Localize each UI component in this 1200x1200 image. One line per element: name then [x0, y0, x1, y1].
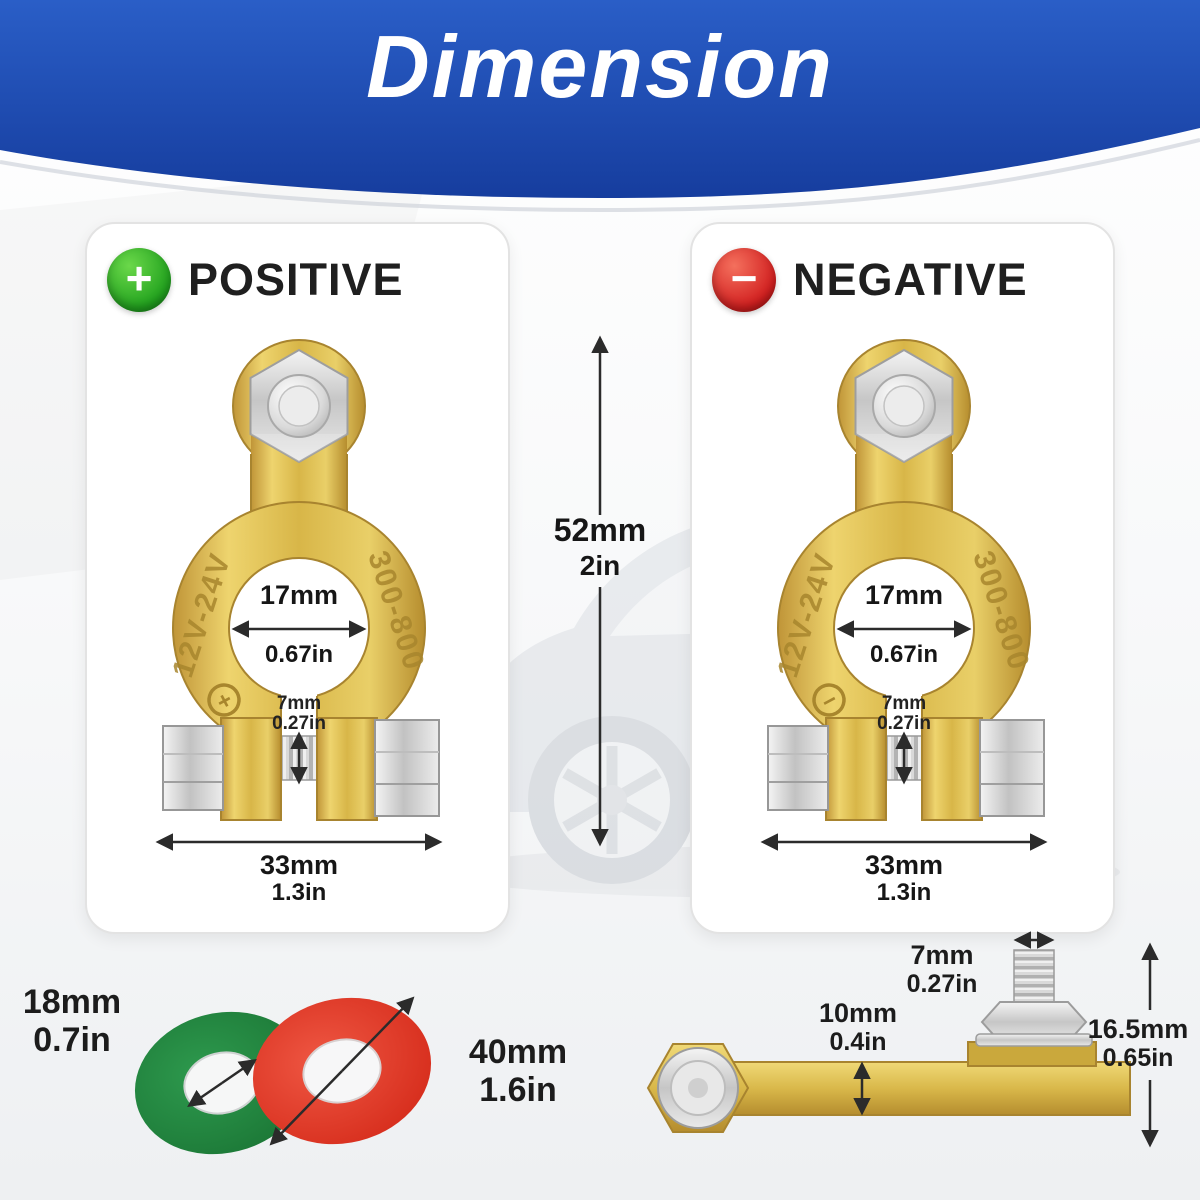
svg-text:17mm: 17mm [260, 580, 338, 610]
washer-outer-mm-label: 40mm [469, 1033, 567, 1071]
bolt-head-nut [162, 725, 224, 811]
top-stud-nut [854, 348, 954, 464]
hole-dimension: 17mm 0.67in [231, 580, 367, 668]
clamp-nut [374, 719, 440, 817]
minus-icon: − [730, 252, 758, 304]
negative-badge: − [712, 248, 776, 312]
svg-text:33mm: 33mm [260, 850, 338, 880]
svg-text:17mm: 17mm [865, 580, 943, 610]
page-title: Dimension [366, 17, 834, 116]
header-swoosh [0, 138, 1200, 213]
positive-card-header: + POSITIVE [107, 248, 404, 312]
svg-text:0.67in: 0.67in [870, 641, 938, 668]
side-terminal-body [646, 1041, 1131, 1133]
top-stud-nut [249, 348, 349, 464]
stud-dimension: 7mm 0.27in [907, 931, 1055, 998]
svg-text:1.3in: 1.3in [877, 879, 932, 906]
svg-text:1.3in: 1.3in [272, 879, 327, 906]
bolt-dimension: 7mm 0.27in [877, 693, 931, 785]
positive-badge: + [107, 248, 171, 312]
bolt-head-nut [767, 725, 829, 811]
negative-label: NEGATIVE [793, 254, 1028, 305]
washer-outer-in-label: 1.6in [479, 1071, 556, 1109]
side-stud-nut [975, 949, 1093, 1047]
inner-diameter-arrow [187, 1059, 257, 1107]
car-wheel-front [528, 716, 696, 884]
svg-text:0.4in: 0.4in [830, 1028, 887, 1056]
terminal-side-view: 7mm 0.27in 10mm 0.4in 16.5mm 0.65in [646, 931, 1189, 1148]
header-banner [0, 0, 1200, 213]
positive-card: + POSITIVE [85, 222, 510, 934]
clamp-legs [220, 717, 378, 821]
svg-text:0.65in: 0.65in [1103, 1044, 1174, 1072]
hole-dimension: 17mm 0.67in [836, 580, 972, 668]
clamp-nut [979, 719, 1045, 817]
negative-terminal-front-view: 12V-24V 300-800 − 17mm 0.67in 7mm 0.27in [760, 339, 1048, 906]
washer-inner-mm-label: 18mm [23, 983, 121, 1021]
thickness-dimension: 10mm 0.4in [819, 998, 897, 1116]
svg-text:7mm: 7mm [910, 940, 973, 970]
positive-label: POSITIVE [188, 254, 404, 305]
washer-inner-in-label: 0.7in [33, 1021, 110, 1059]
svg-text:16.5mm: 16.5mm [1088, 1014, 1189, 1044]
svg-text:7mm: 7mm [277, 693, 321, 714]
svg-text:0.27in: 0.27in [907, 970, 978, 998]
svg-text:0.67in: 0.67in [265, 641, 333, 668]
outer-diameter-arrow [269, 996, 415, 1146]
svg-text:0.27in: 0.27in [877, 713, 931, 734]
felt-washers: 18mm 0.7in 40mm 1.6in [23, 983, 567, 1155]
header-blue-band [0, 0, 1200, 198]
negative-card: − NEGATIVE [690, 222, 1115, 934]
bolt-dimension: 7mm 0.27in [272, 693, 326, 785]
width-dimension: 33mm 1.3in [155, 833, 443, 906]
width-dimension: 33mm 1.3in [760, 833, 1048, 906]
side-height-dimension: 16.5mm 0.65in [1088, 942, 1189, 1148]
plus-icon: + [125, 252, 153, 304]
negative-card-header: − NEGATIVE [712, 248, 1028, 312]
positive-terminal-front-view: 12V-24V 300-800 + 17mm 0.67in 7mm 0.27in [155, 339, 443, 906]
svg-text:7mm: 7mm [882, 693, 926, 714]
overall-height-dimension: 52mm 2in [554, 335, 647, 847]
svg-text:0.27in: 0.27in [272, 713, 326, 734]
clamp-legs [825, 717, 983, 821]
svg-text:10mm: 10mm [819, 998, 897, 1028]
svg-text:2in: 2in [580, 550, 620, 581]
svg-text:33mm: 33mm [865, 850, 943, 880]
svg-text:52mm: 52mm [554, 512, 647, 548]
